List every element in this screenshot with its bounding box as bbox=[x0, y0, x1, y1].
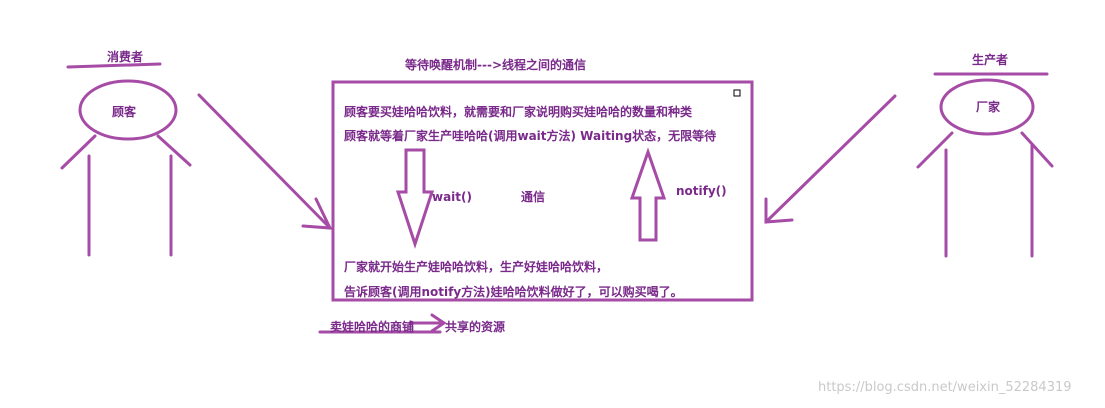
consumer-arrow-line bbox=[197, 93, 332, 230]
shared-resource-box bbox=[331, 80, 754, 302]
box-line-4: 告诉顾客(调用notify方法)娃哈哈饮料做好了，可以购买喝了。 bbox=[344, 285, 683, 299]
diagram-title: 等待唤醒机制--->线程之间的通信 bbox=[405, 58, 586, 72]
consumer-right-arm bbox=[156, 134, 192, 167]
notify-label: notify() bbox=[676, 184, 727, 198]
shop-arrow-head bbox=[430, 313, 447, 333]
notify-up-arrow bbox=[629, 147, 667, 242]
shared-resource-label: 共享的资源 bbox=[445, 320, 506, 334]
producer-arrow-head bbox=[764, 197, 794, 224]
consumer-head bbox=[78, 79, 178, 141]
small-square-icon bbox=[733, 89, 741, 97]
producer-left-arm bbox=[916, 131, 954, 169]
box-line-1: 顾客要买娃哈哈饮料，就需要和厂家说明购买娃哈哈的数量和种类 bbox=[344, 105, 693, 119]
consumer-name: 顾客 bbox=[112, 105, 137, 119]
wait-down-arrow bbox=[395, 148, 435, 249]
wait-label: wait() bbox=[432, 190, 473, 204]
consumer-arrow-head bbox=[301, 197, 333, 230]
consumer-role-label: 消费者 bbox=[107, 50, 144, 64]
consumer-left-arm bbox=[60, 134, 97, 170]
shop-label: 卖娃哈哈的商铺 bbox=[330, 320, 415, 334]
producer-right-arm bbox=[1020, 131, 1054, 168]
watermark: https://blog.csdn.net/weixin_52284319 bbox=[818, 380, 1072, 395]
consumer-hat-line bbox=[66, 62, 162, 69]
producer-role-label: 生产者 bbox=[972, 53, 1009, 67]
producer-head bbox=[939, 78, 1035, 136]
producer-name: 厂家 bbox=[976, 100, 1001, 114]
box-line-2: 顾客就等着厂家生产哇哈哈(调用wait方法) Waiting状态，无限等待 bbox=[344, 129, 717, 143]
box-line-3: 厂家就开始生产娃哈哈饮料，生产好娃哈哈饮料， bbox=[344, 260, 609, 274]
producer-arrow-line bbox=[764, 94, 897, 224]
communication-label: 通信 bbox=[521, 190, 546, 204]
